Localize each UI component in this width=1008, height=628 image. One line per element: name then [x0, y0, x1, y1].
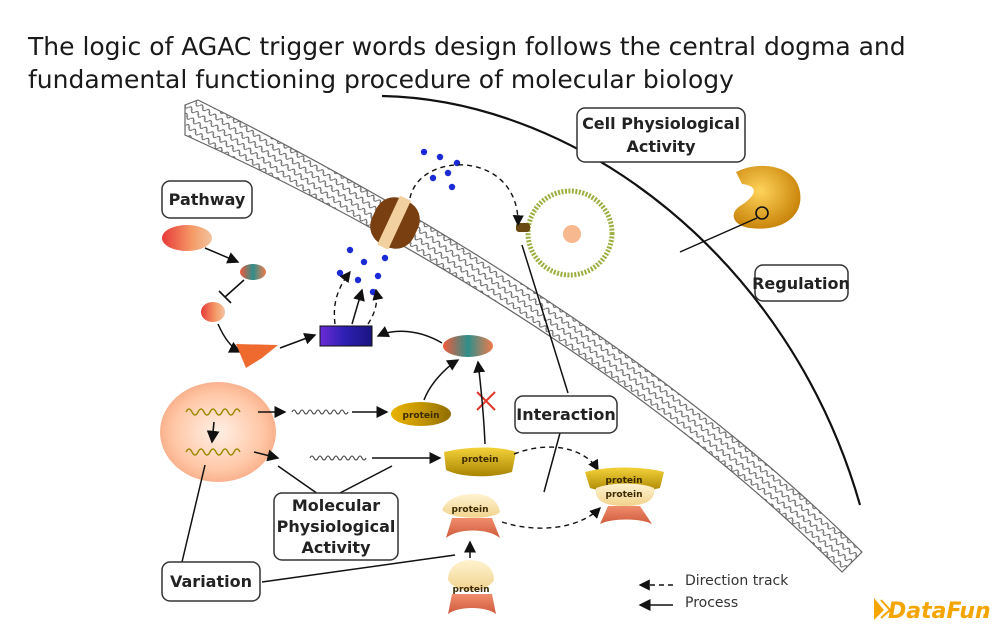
label-molecular-physiological-activity: Molecular Physiological Activity	[273, 492, 399, 561]
protein-2-label: protein	[462, 455, 499, 465]
line-variation-to-nucleus	[181, 464, 206, 563]
legend-process: Process	[685, 595, 738, 611]
pathway-molecule-2	[240, 264, 266, 280]
pathway-arrow-1	[204, 247, 240, 264]
label-interaction: Interaction	[514, 395, 618, 434]
legend: Direction track Process	[638, 573, 789, 611]
membrane-channel	[370, 195, 420, 250]
receptor	[319, 325, 373, 347]
protein-1	[391, 402, 451, 426]
dna-strand-1	[185, 408, 241, 416]
arrow-dna-to-mrna-2	[253, 449, 280, 462]
slide-title: The logic of AGAC trigger words design f…	[28, 30, 988, 96]
dna-strand-2	[185, 448, 241, 456]
pathway-molecule-4	[236, 344, 278, 368]
title-line-1: The logic of AGAC trigger words design f…	[28, 32, 906, 61]
logo-mark-icon	[874, 598, 884, 620]
regulation-text: Regulation	[752, 274, 850, 293]
mutation-arrow	[206, 421, 220, 444]
line-molecular-to-mrna-1	[277, 465, 319, 495]
label-pathway: Pathway	[161, 180, 253, 219]
complex-protein-bottom-label: protein	[606, 490, 643, 500]
datafun-logo: DataFun .	[874, 598, 991, 624]
arrow-protein-to-receptor	[376, 326, 443, 344]
pathway-arrow-2	[217, 323, 242, 353]
line-interaction-up	[521, 244, 569, 394]
nucleus	[160, 382, 276, 482]
legend-direction-track: Direction track	[685, 573, 789, 589]
receptor-protein-mid: protein	[442, 494, 500, 538]
process-receptor-up	[351, 288, 365, 325]
logo-suffix: .	[982, 599, 990, 624]
mid-protein-label: protein	[452, 505, 489, 515]
complex-protein-top-label: protein	[606, 476, 643, 486]
bottom-protein-label: protein	[453, 585, 490, 595]
molecular-line-3: Activity	[302, 538, 372, 557]
interaction-text: Interaction	[516, 405, 616, 424]
molecular-line-2: Physiological	[277, 517, 396, 536]
track-to-vesicle	[409, 164, 524, 227]
cell-physiological-line-1: Cell Physiological	[582, 114, 740, 133]
mrna-1	[291, 409, 349, 415]
label-variation: Variation	[161, 561, 261, 602]
protein-1-label: protein	[403, 411, 440, 421]
variation-text: Variation	[170, 572, 252, 591]
modified-protein	[443, 335, 493, 357]
line-variation-to-protein	[261, 554, 456, 583]
label-regulation: Regulation	[752, 264, 850, 302]
mrna-2	[309, 455, 367, 461]
molecular-line-1: Molecular	[292, 496, 380, 515]
regulation-organelle	[679, 165, 801, 253]
cell-outer-arc	[381, 94, 862, 506]
arrow-protein1-to-modified	[423, 359, 460, 401]
protein-2	[444, 447, 516, 477]
pathway-text: Pathway	[169, 190, 246, 209]
track-receptor-up-2	[367, 288, 384, 325]
pathway-arrow-3	[279, 333, 317, 349]
title-line-2: fundamental functioning procedure of mol…	[28, 65, 734, 94]
track-mid-to-complex	[501, 507, 601, 529]
blocked-mark	[476, 391, 496, 411]
arrow-protein2-to-modified	[473, 360, 486, 445]
receptor-protein-bottom: protein	[448, 560, 496, 614]
pathway-inhibit	[218, 279, 245, 304]
track-receptor-up-1	[333, 270, 351, 325]
line-interaction-down	[543, 432, 561, 493]
vesicle	[516, 188, 615, 278]
pathway-molecule-3	[201, 302, 225, 322]
label-cell-physiological-activity: Cell Physiological Activity	[576, 107, 746, 163]
track-protein2-to-complex	[513, 446, 599, 472]
cell-membrane	[184, 99, 863, 573]
line-molecular-to-mrna-2	[337, 465, 393, 495]
protein-complex: protein protein	[585, 467, 664, 524]
logo-text: DataFun	[888, 599, 991, 624]
cell-physiological-line-2: Activity	[627, 137, 697, 156]
pathway-molecule-1	[162, 225, 212, 251]
